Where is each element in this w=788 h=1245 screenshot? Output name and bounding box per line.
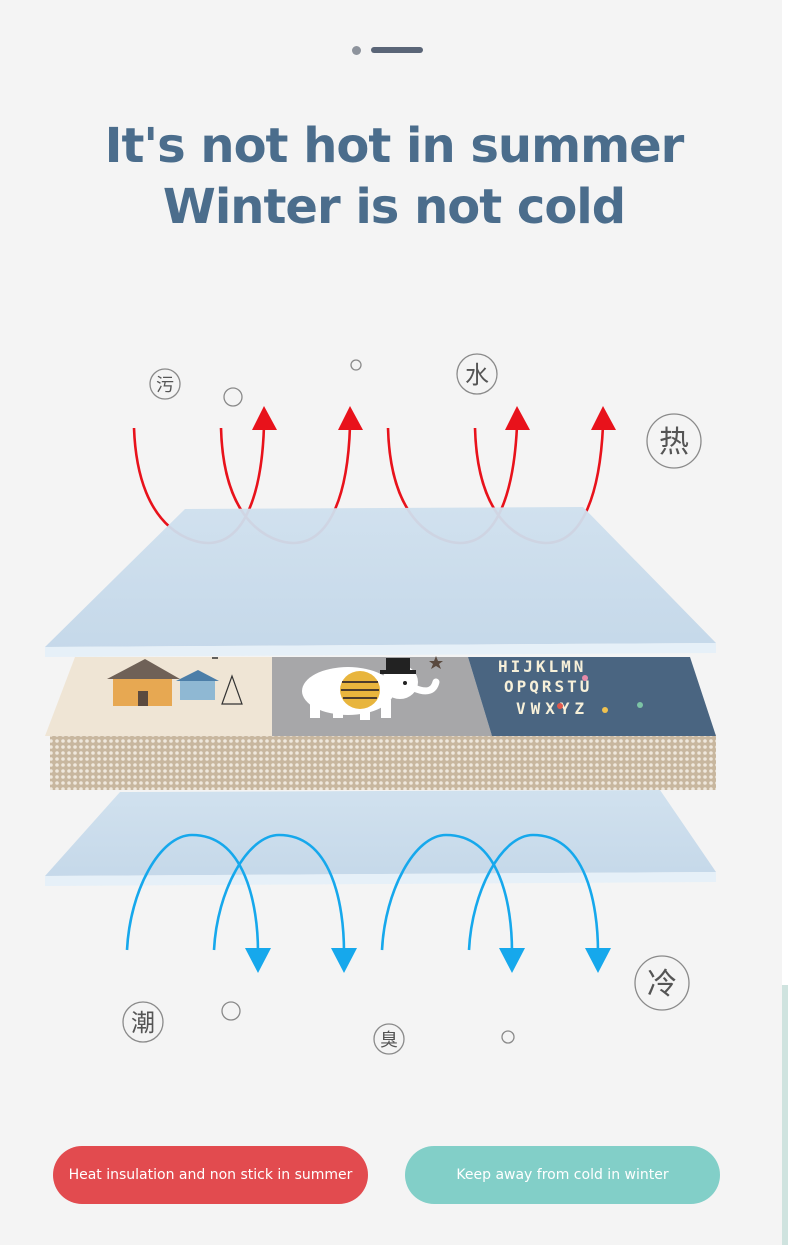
summer-feature-label: Heat insulation and non stick in summer xyxy=(68,1167,353,1183)
alphabet-row-2: OPQRSTU xyxy=(504,677,592,696)
mat-layer: HIJKLMN OPQRSTU VWXYZ xyxy=(45,656,716,790)
carousel-dot-active[interactable] xyxy=(371,47,423,53)
cold-arrow-head-3 xyxy=(499,948,525,973)
bubble-leng-label: 冷 xyxy=(647,967,677,1002)
bubble-shui-label: 水 xyxy=(465,361,489,389)
pollutant-bubbles-top xyxy=(149,353,702,469)
alphabet-icon: HIJKLMN OPQRSTU VWXYZ xyxy=(498,657,592,718)
hot-arrow-head-1 xyxy=(252,406,277,430)
bubble-leng xyxy=(634,955,690,1011)
house-icon xyxy=(107,657,243,706)
mat-foam-edge xyxy=(50,734,716,790)
bubble-small-3 xyxy=(221,1001,241,1021)
bubble-shui xyxy=(456,353,498,395)
alphabet-confetti xyxy=(557,675,643,713)
bubble-chou-label: 臭 xyxy=(380,1030,398,1051)
right-edge-strip xyxy=(782,0,788,1245)
hot-arrow-heads xyxy=(252,406,616,430)
bubble-chou xyxy=(373,1023,405,1055)
bubble-wu xyxy=(149,368,181,400)
insulation-illustration: HIJKLMN OPQRSTU VWXYZ xyxy=(45,353,716,1055)
bottom-film-layer xyxy=(45,790,716,886)
hot-arrow-head-3 xyxy=(505,406,530,430)
winter-feature-label: Keep away from cold in winter xyxy=(456,1167,669,1183)
hot-arrow-head-2 xyxy=(338,406,363,430)
bubble-small-1 xyxy=(223,387,243,407)
pollutant-bubbles-bottom xyxy=(122,955,690,1055)
carousel-indicator[interactable] xyxy=(352,44,432,56)
alphabet-row-3: VWXYZ xyxy=(516,699,589,718)
alphabet-row-1: HIJKLMN xyxy=(498,657,586,676)
top-film-layer xyxy=(45,507,716,657)
bubble-chao xyxy=(122,1001,164,1043)
elephant-icon xyxy=(302,656,443,720)
bubble-re-label: 热 xyxy=(659,425,689,460)
cold-arrow-heads xyxy=(245,948,611,973)
headline-line-1: It's not hot in summer xyxy=(104,118,685,174)
bubble-small-2 xyxy=(350,359,362,371)
cold-arrow-2 xyxy=(212,833,346,953)
carousel-dot[interactable] xyxy=(352,46,361,55)
bubble-wu-label: 污 xyxy=(156,375,174,396)
winter-feature-button[interactable]: Keep away from cold in winter xyxy=(405,1146,720,1204)
hot-arrow-head-4 xyxy=(591,406,616,430)
cold-arrow-1 xyxy=(125,833,260,953)
headline-line-2: Winter is not cold xyxy=(162,179,626,235)
summer-feature-button[interactable]: Heat insulation and non stick in summer xyxy=(53,1146,368,1204)
bubble-small-4 xyxy=(501,1030,515,1044)
cold-arrow-head-4 xyxy=(585,948,611,973)
cold-arrow-3 xyxy=(380,833,514,953)
cold-arrow-head-1 xyxy=(245,948,271,973)
cold-air-arrows xyxy=(125,833,600,953)
cold-arrow-head-2 xyxy=(331,948,357,973)
mat-panel-right xyxy=(468,657,716,736)
right-edge-accent xyxy=(782,985,788,1245)
bubble-chao-label: 潮 xyxy=(131,1009,155,1037)
bubble-re xyxy=(646,413,702,469)
cold-arrow-4 xyxy=(467,833,600,953)
